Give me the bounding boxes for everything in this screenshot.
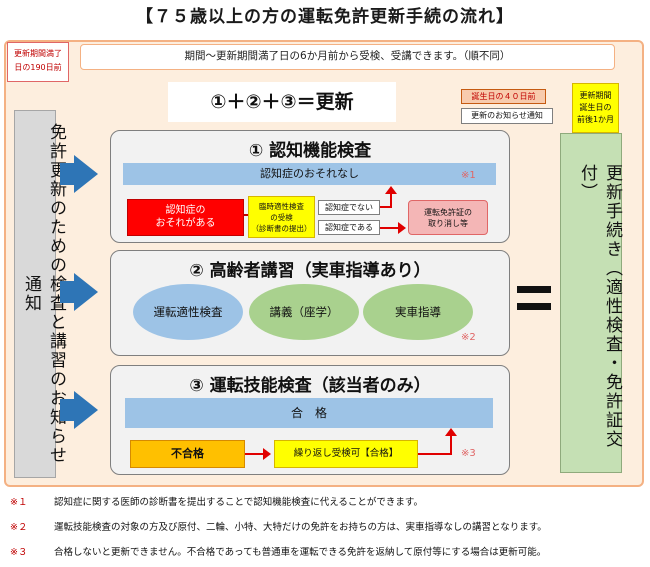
lecture-ellipse: 講義（座学） (249, 284, 359, 340)
section2-title: ② 高齢者講習（実車指導あり） (189, 261, 431, 281)
red-arrow-line (380, 206, 392, 208)
temp-test-line3: （診断書の提出） (251, 224, 312, 233)
red-arrow-up-icon (445, 428, 457, 436)
footnote-2: ※２ 運転技能検査の対象の方及び原付、二輪、小特、大特だけの免許をお持ちの方は、実… (10, 519, 547, 533)
is-dementia-box: 認知症である (318, 220, 380, 235)
left-notice-column: 免許更新のための検査と講習のお知らせ通知 (14, 110, 66, 478)
red-arrow-line (390, 193, 392, 208)
equals-icon (517, 286, 551, 293)
arrow-to-section3-icon (60, 391, 98, 429)
renewal-period-box: 更新期間 誕生日の 前後1か月 (572, 83, 619, 133)
section1-mark: ※1 (461, 170, 476, 181)
section2-mark: ※2 (461, 332, 476, 343)
pass-bar: 合 格 (125, 398, 493, 428)
fail-box: 不合格 (130, 440, 245, 468)
renewal-period-line3: 前後1か月 (576, 115, 615, 124)
no-dementia-bar: 認知症のおそれなし (123, 163, 496, 185)
temp-test-line2: の受検 (270, 213, 293, 222)
red-arrow-line (418, 453, 452, 455)
connector-line (244, 214, 250, 216)
red-arrow-right-icon (398, 222, 406, 234)
footnote-3-mark: ※３ (10, 547, 28, 558)
not-dementia-box: 認知症でない (318, 200, 380, 215)
red-arrow-line (380, 227, 400, 229)
red-arrow-up-icon (385, 186, 397, 194)
renewal-period-line2: 誕生日の (579, 103, 612, 112)
section3-mark: ※3 (461, 448, 476, 459)
section3-title: ③ 運転技能検査（該当者のみ） (189, 376, 431, 396)
red-arrow-line (245, 453, 265, 455)
aptitude-test-ellipse: 運転適性検査 (133, 284, 243, 340)
right-column-text: 更新手続き（適性検査・免許証交付） (577, 164, 622, 449)
renewal-notice-box: 更新のお知らせ通知 (461, 108, 553, 124)
temp-test-line1: 臨時適性検査 (259, 202, 304, 211)
period-banner: 期間～更新期間満了日の6か月前から受検、受講できます。（順不同） (80, 44, 615, 70)
section1-title: ① 認知機能検査 (248, 141, 372, 161)
birthday-40-box: 誕生日の４０日前 (461, 89, 546, 104)
formula-box: ①＋②＋③＝更新 (168, 82, 396, 122)
note-190-days: 更新期間満了 日の190日前 (7, 42, 69, 82)
footnote-3-text: 合格しないと更新できません。不合格であっても普通車を運転できる免許を返納して原付… (54, 547, 547, 558)
footnote-1-text: 認知症に関する医師の診断書を提出することで認知機能検査に代えることができます。 (54, 497, 423, 508)
left-column-text: 免許更新のための検査と講習のお知らせ通知 (21, 123, 66, 465)
revoke-line1: 運転免許証の (424, 208, 472, 217)
note-190-line1: 更新期間満了 (14, 49, 62, 58)
page-title: 【７５歳以上の方の運転免許更新手続の流れ】 (136, 7, 514, 27)
footnote-2-text: 運転技能検査の対象の方及び原付、二輪、小特、大特だけの免許をお持ちの方は、実車指… (54, 522, 547, 533)
retry-box: 繰り返し受検可【合格】 (274, 440, 418, 468)
temporary-test-box: 臨時適性検査 の受検 （診断書の提出） (248, 196, 315, 238)
revoke-line2: 取り消し等 (428, 219, 468, 228)
renewal-period-line1: 更新期間 (579, 91, 612, 100)
footnote-3: ※３ 合格しないと更新できません。不合格であっても普通車を運転できる免許を返納して… (10, 544, 546, 558)
right-renewal-column: 更新手続き（適性検査・免許証交付） (560, 133, 622, 473)
footnote-1-mark: ※１ (10, 497, 28, 508)
arrow-to-section2-icon (60, 273, 98, 311)
dementia-risk-box: 認知症の おそれがある (127, 199, 244, 236)
dementia-risk-line2: おそれがある (155, 218, 216, 229)
footnote-2-mark: ※２ (10, 522, 28, 533)
equals-icon (517, 303, 551, 310)
footnote-1: ※１ 認知症に関する医師の診断書を提出することで認知機能検査に代えることができます… (10, 494, 423, 508)
note-190-line2: 日の190日前 (14, 63, 62, 72)
arrow-to-section1-icon (60, 155, 98, 193)
dementia-risk-line1: 認知症の (165, 205, 206, 216)
red-arrow-right-icon (263, 448, 271, 460)
red-arrow-line (450, 434, 452, 455)
license-revoke-box: 運転免許証の 取り消し等 (408, 200, 488, 235)
driving-instruction-ellipse: 実車指導 (363, 284, 473, 340)
